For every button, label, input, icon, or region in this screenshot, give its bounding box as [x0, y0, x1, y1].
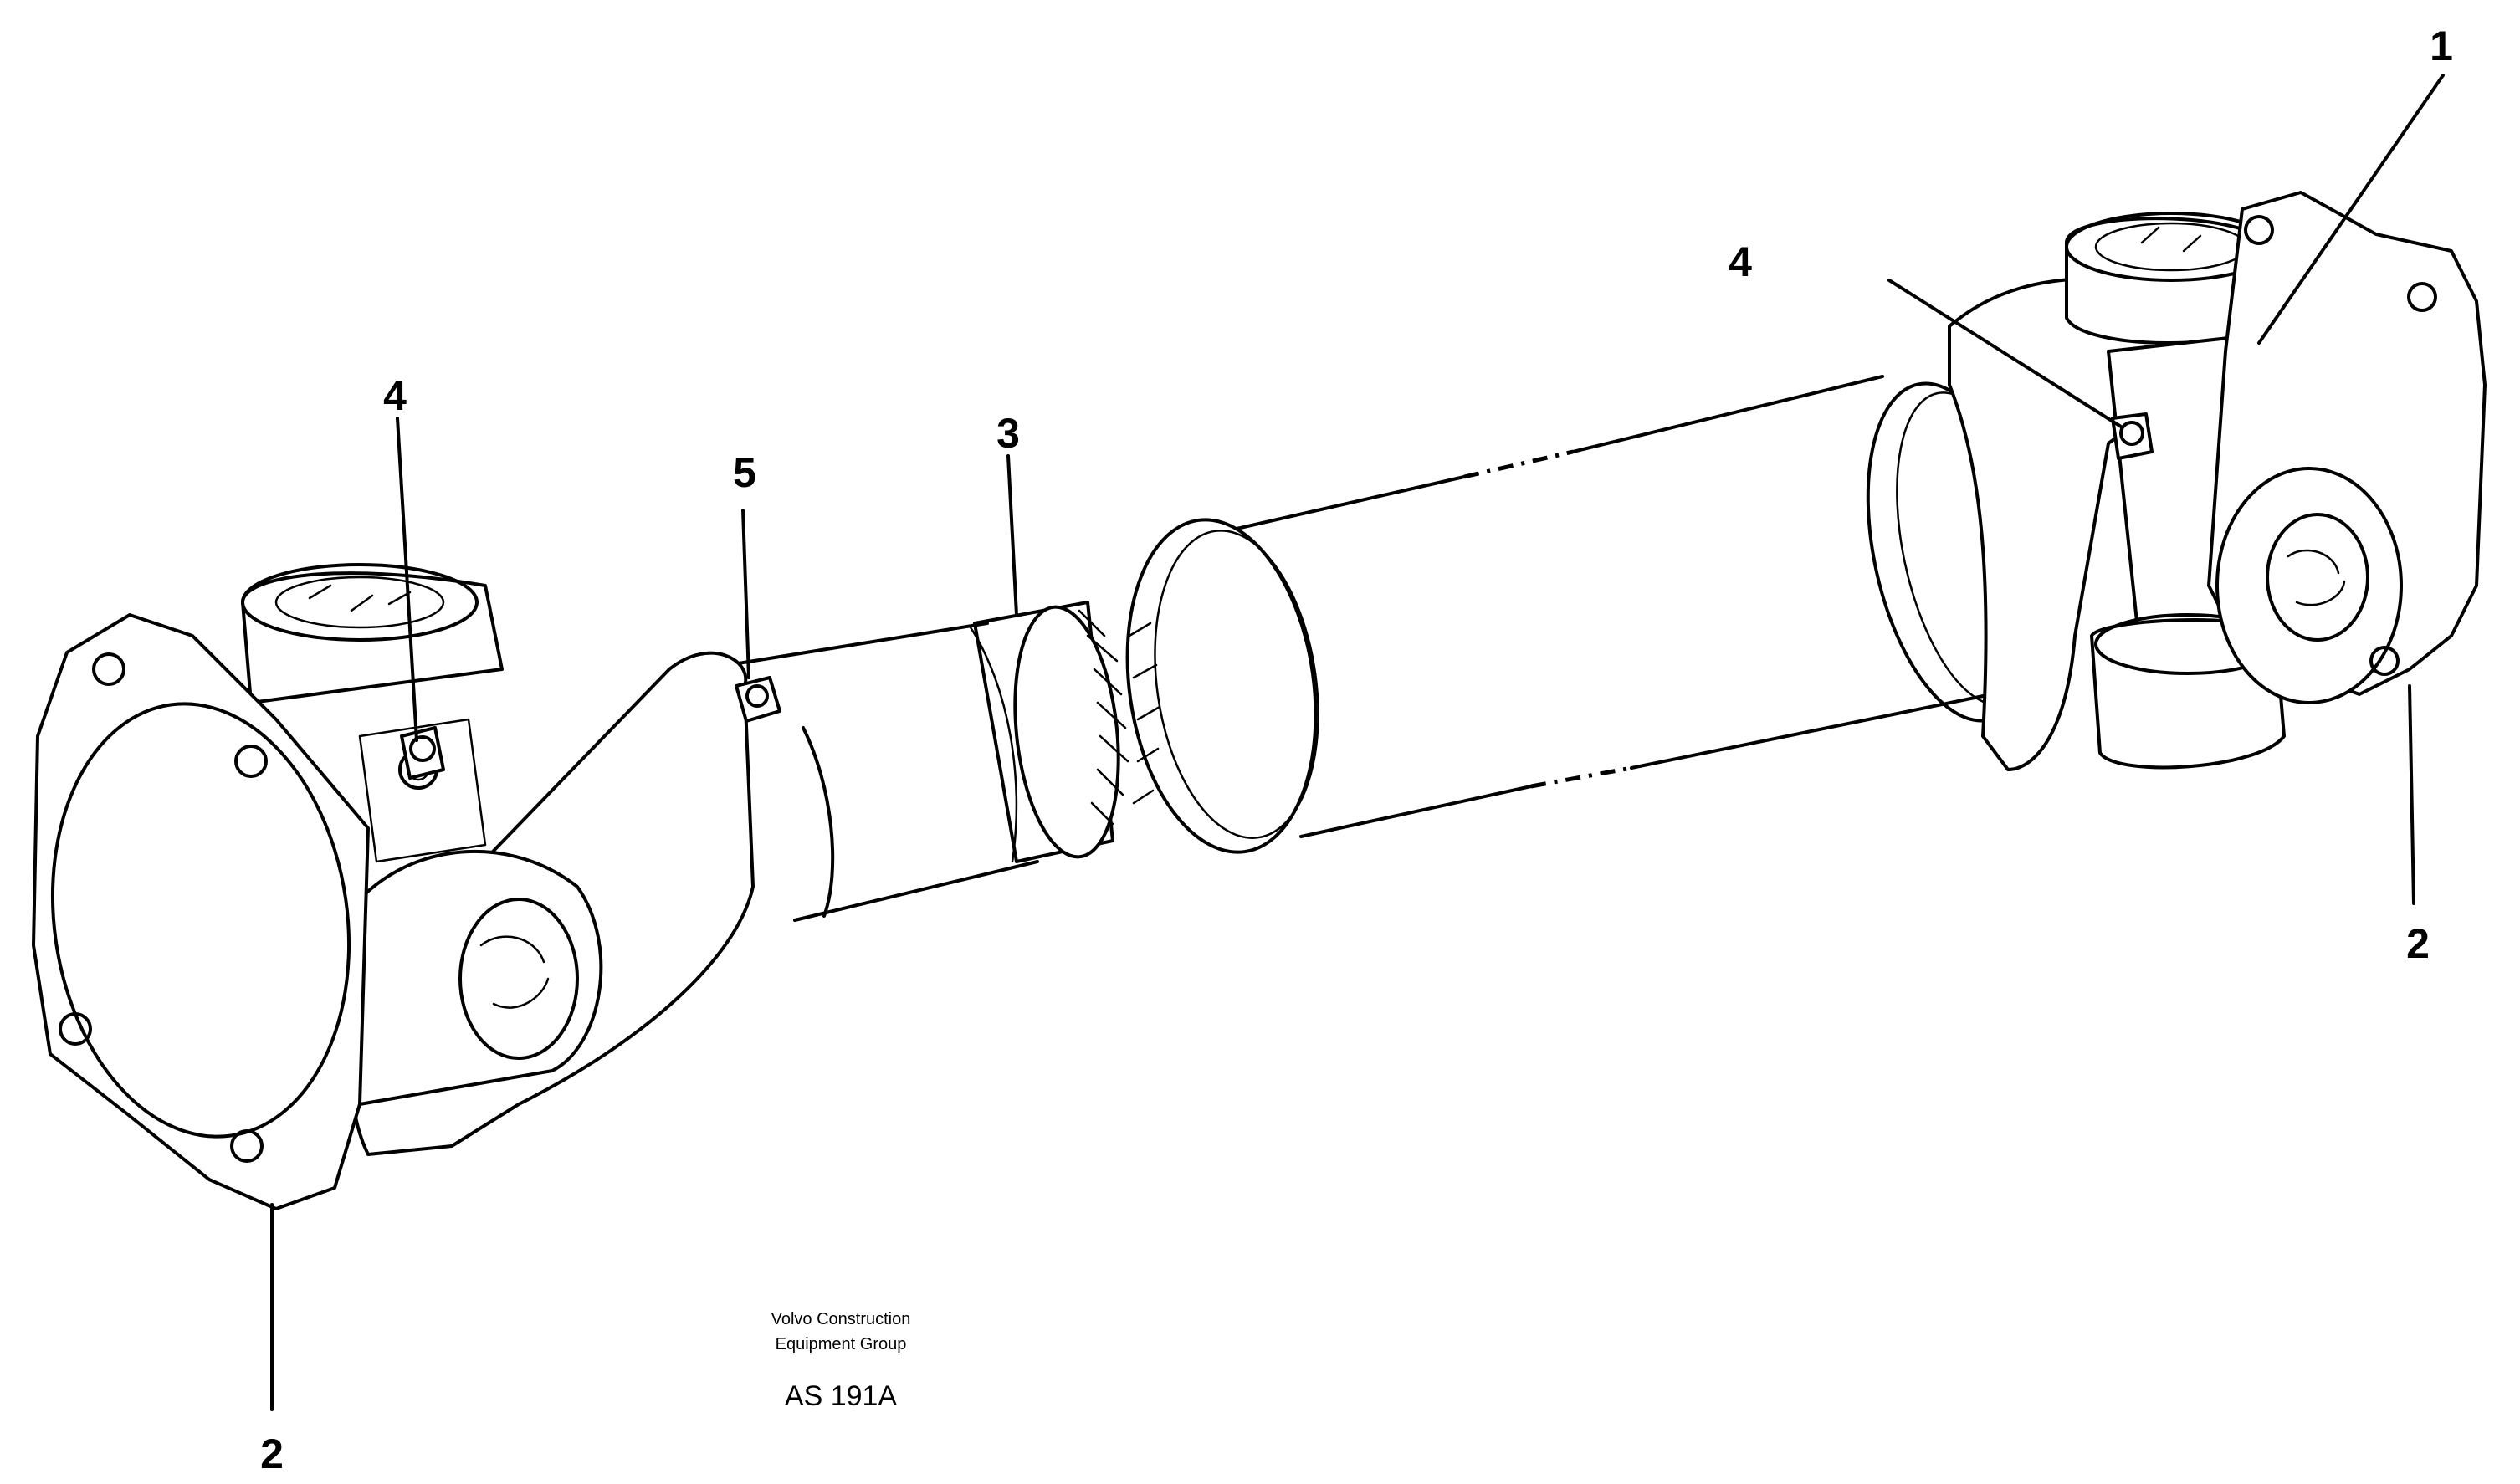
grease-nipple-left-4 [400, 726, 445, 780]
grease-nipple-5 [735, 676, 781, 723]
callout-4-right: 4 [1729, 238, 1752, 285]
left-flange [32, 613, 370, 1210]
grease-nipple-right-4 [2111, 412, 2154, 460]
spline-nut [973, 601, 1161, 863]
figure-code: AS 191A [785, 1380, 898, 1412]
slip-joint-disc [1125, 518, 1319, 854]
credit-line-2: Equipment Group [776, 1335, 907, 1354]
left-yoke [241, 563, 755, 1156]
shaft-tube [1224, 375, 2045, 838]
credit-line-1: Volvo Construction [771, 1310, 911, 1328]
callout-labels: 1 4 3 5 4 2 2 [260, 23, 2453, 1477]
callout-2-right: 2 [2406, 920, 2430, 967]
callout-4-left: 4 [383, 372, 407, 419]
callout-1: 1 [2430, 23, 2453, 69]
right-yoke [1948, 212, 2286, 771]
callout-2-left: 2 [260, 1430, 284, 1477]
callout-5: 5 [733, 449, 756, 496]
right-flange [2207, 191, 2487, 704]
figure-credit: Volvo Construction Equipment Group AS 19… [771, 1310, 911, 1412]
callout-3: 3 [996, 410, 1020, 457]
leader-lines [270, 74, 2445, 1411]
stub-tube [726, 622, 1039, 922]
